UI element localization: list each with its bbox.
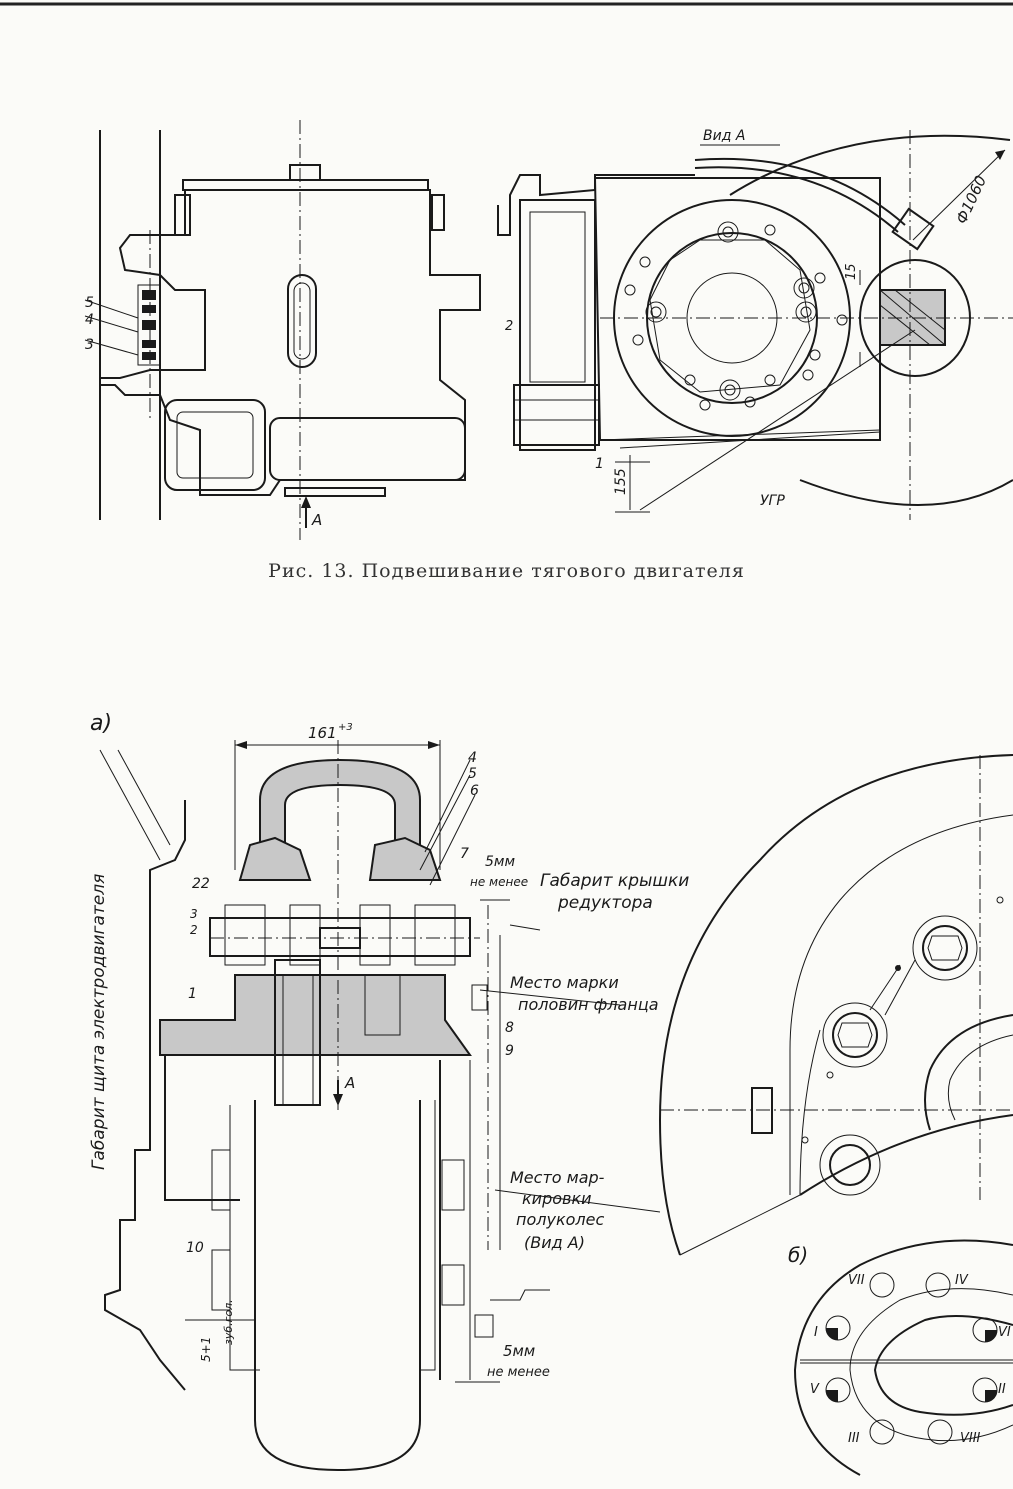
fig-a-part-5: 5: [468, 766, 477, 782]
fig-a-note-gabarit-2: редуктора: [557, 893, 653, 913]
fig-a-note-halfwheel-1: Место мар-: [510, 1168, 605, 1187]
fig13-dim-155: 155: [613, 468, 629, 495]
fig-a-section-arrow: А: [344, 1074, 355, 1092]
fig-b-panel-label: б): [788, 1243, 808, 1267]
fig-b-roman-vii: VII: [848, 1273, 865, 1288]
fig13-part-2: 2: [505, 319, 513, 334]
fig-a-part-10: 10: [186, 1240, 204, 1256]
fig13-part-4: 4: [85, 312, 94, 328]
fig-b-roman-viii: VIII: [960, 1431, 981, 1446]
fig13-part-1: 1: [595, 456, 604, 472]
figure-a-section: [99, 740, 661, 1472]
fig-a-note-halfwheel-3: полуколес: [516, 1210, 604, 1229]
fig-b-roman-ii: II: [998, 1382, 1006, 1397]
fig-a-part-7: 7: [460, 846, 469, 862]
fig-a-part-4: 4: [468, 750, 477, 766]
fig-a-dim-left: 5+1: [199, 1337, 213, 1362]
fig13-part-5: 5: [85, 295, 94, 311]
fig-a-note-halfwheel-2: кировки: [522, 1189, 592, 1208]
fig-a-part-9: 9: [505, 1043, 514, 1059]
fig-a-dim-161: 161: [308, 724, 337, 742]
fig-a-gear-label: зуб.гол.: [222, 1299, 235, 1345]
fig-a-note-gabarit-1: Габарит крышки: [540, 871, 689, 891]
fig-b-roman-iii: III: [848, 1431, 860, 1446]
fig-a-part-1: 1: [188, 986, 197, 1002]
fig-b-roman-v: V: [810, 1382, 820, 1397]
fig-a-note-flange-1: Место марки: [510, 973, 619, 992]
fig-a-note-5mm-bottom-1: 5мм: [503, 1342, 535, 1360]
fig13-part-3: 3: [85, 337, 94, 353]
fig13-dim-15: 15: [844, 263, 859, 280]
wheel-disk-view: [658, 754, 1013, 1256]
fig-a-part-22: 22: [192, 876, 210, 892]
fig13-dim-ugr: УГР: [760, 493, 785, 509]
fig13-dim-diameter: Ф1060: [952, 173, 990, 227]
motor-side-view: [84, 120, 481, 540]
figure-caption: Рис. 13. Подвешивание тягового двигателя: [268, 560, 745, 582]
fig-b-roman-i: I: [814, 1325, 818, 1340]
fig-a-note-halfwheel-4: (Вид А): [524, 1233, 585, 1252]
fig-a-part-8: 8: [505, 1020, 514, 1036]
fig-a-note-5mm-bottom-2: не менее: [487, 1365, 550, 1380]
fig-a-part-6: 6: [470, 783, 479, 799]
fig-a-note-5mm-top-1: 5мм: [485, 854, 515, 870]
fig-a-note-5mm-top-2: не менее: [470, 875, 528, 889]
fig-a-part-2: 2: [190, 923, 198, 937]
fig-a-dim-161-tol: +3: [338, 722, 353, 733]
fig-b-roman-iv: IV: [955, 1273, 969, 1288]
fig13-view-label: Вид А: [703, 128, 745, 144]
fig13-arrow-label: А: [311, 511, 322, 529]
fig-a-panel-label: а): [90, 711, 112, 736]
fig-a-vertical-label: Габарит щита электродвигателя: [89, 874, 109, 1170]
motor-end-view: [497, 130, 1013, 520]
fig-a-note-flange-2: половин фланца: [518, 995, 659, 1014]
fig-a-part-3: 3: [190, 907, 198, 921]
figure-b-bolt-pattern: [793, 1239, 1013, 1476]
fig-b-roman-vi: VI: [998, 1325, 1011, 1340]
